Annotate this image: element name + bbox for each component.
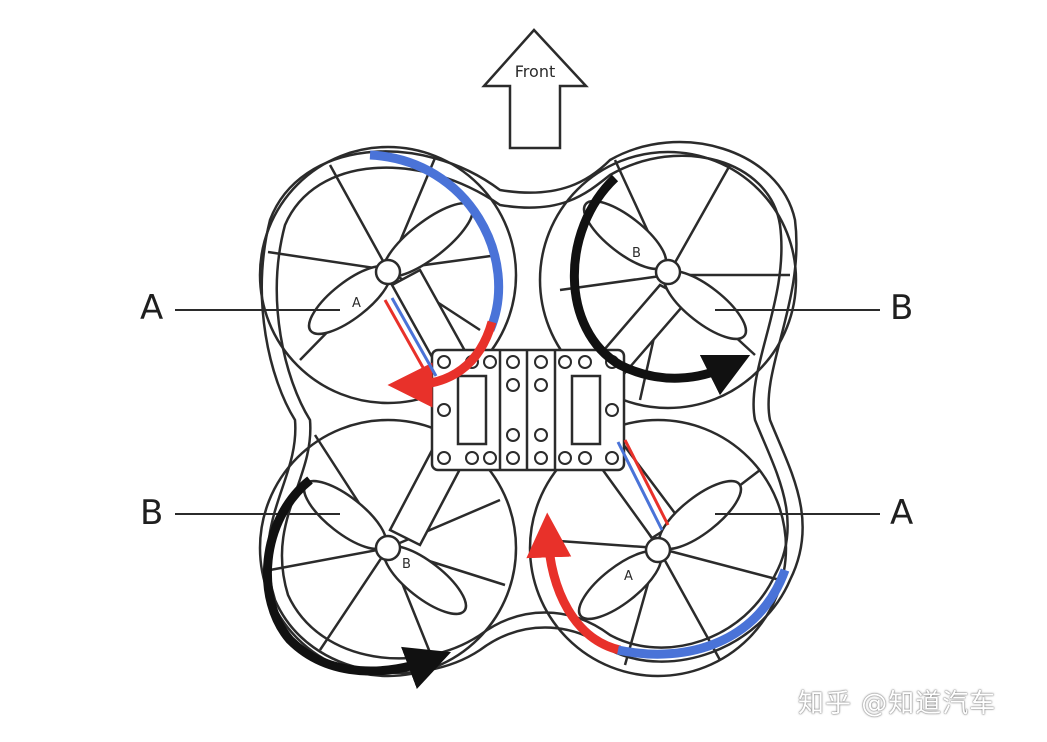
motor-label-top-right: B: [890, 288, 914, 328]
propeller-bottom-left: B: [302, 479, 468, 616]
arm-stripes: [383, 297, 670, 531]
rotation-arrow-top-left: [369, 150, 504, 408]
body-holes: [437, 355, 619, 465]
propeller-label-bottom-right: A: [624, 569, 633, 584]
motor-label-bottom-right: A: [890, 493, 914, 533]
leader-lines: [175, 309, 880, 515]
rotation-arrow-bottom-right: [526, 512, 790, 659]
propeller-label-top-right: B: [632, 246, 641, 261]
front-label: Front: [515, 62, 555, 81]
motor-label-bottom-left: B: [140, 493, 164, 533]
rotation-arrow-top-right: [569, 174, 751, 396]
watermark-text: 知乎 @知道汽车: [798, 689, 997, 719]
propeller-bottom-right: A: [577, 479, 743, 621]
rotation-arrow-bottom-left: [263, 476, 452, 689]
propeller-top-left: A: [307, 202, 474, 336]
center-body: [430, 348, 626, 472]
propeller-top-right: B: [582, 199, 748, 341]
front-arrow: Front: [481, 28, 589, 150]
motor-label-top-left: A: [140, 288, 164, 328]
propeller-label-bottom-left: B: [402, 557, 411, 572]
propeller-label-top-left: A: [352, 296, 361, 311]
